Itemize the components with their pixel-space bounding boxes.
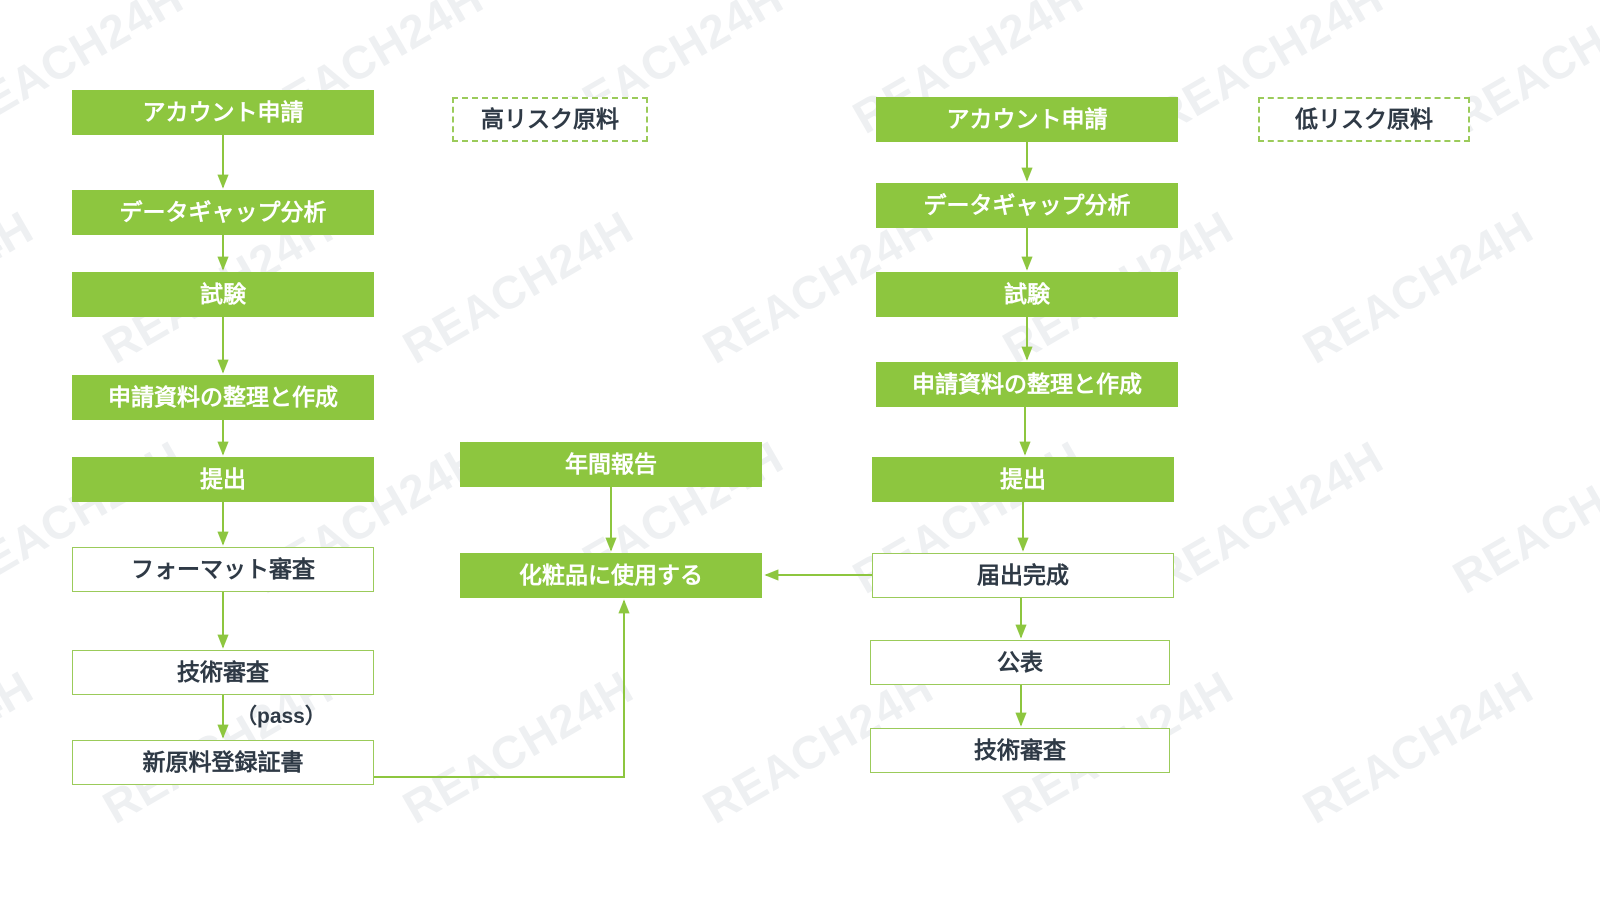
node-left-l6[interactable]: フォーマット審査: [72, 547, 374, 592]
node-right-r3[interactable]: 試験: [876, 272, 1178, 317]
node-tag-t1[interactable]: 高リスク原料: [452, 97, 648, 142]
node-middle-m1[interactable]: 年間報告: [460, 442, 762, 487]
node-left-l5[interactable]: 提出: [72, 457, 374, 502]
node-right-r1[interactable]: アカウント申請: [876, 97, 1178, 142]
node-middle-m2[interactable]: 化粧品に使用する: [460, 553, 762, 598]
node-left-l4[interactable]: 申請資料の整理と作成: [72, 375, 374, 420]
node-right-r8[interactable]: 技術審査: [870, 728, 1170, 773]
node-right-r4[interactable]: 申請資料の整理と作成: [876, 362, 1178, 407]
node-right-r7[interactable]: 公表: [870, 640, 1170, 685]
node-right-r6[interactable]: 届出完成: [872, 553, 1174, 598]
node-left-l3[interactable]: 試験: [72, 272, 374, 317]
edge-label-e-pass: （pass）: [236, 705, 326, 728]
node-left-l7[interactable]: 技術審査: [72, 650, 374, 695]
node-left-l1[interactable]: アカウント申請: [72, 90, 374, 135]
node-right-r2[interactable]: データギャップ分析: [876, 183, 1178, 228]
node-right-r5[interactable]: 提出: [872, 457, 1174, 502]
node-tag-t2[interactable]: 低リスク原料: [1258, 97, 1470, 142]
node-left-l2[interactable]: データギャップ分析: [72, 190, 374, 235]
node-left-l8[interactable]: 新原料登録証書: [72, 740, 374, 785]
